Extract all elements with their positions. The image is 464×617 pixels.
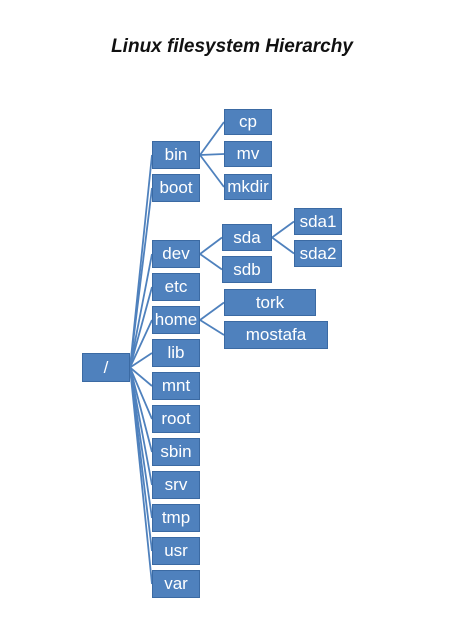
node-bin: bin bbox=[152, 141, 200, 169]
link-root-to-dev bbox=[129, 253, 153, 368]
node-home: home bbox=[152, 306, 200, 334]
node-tmp: tmp bbox=[152, 504, 200, 532]
link-root-to-boot bbox=[129, 187, 153, 368]
link-root-to-etc bbox=[129, 286, 153, 368]
node-cp: cp bbox=[224, 109, 272, 135]
node-lib: lib bbox=[152, 339, 200, 367]
link-root-to-var bbox=[129, 367, 153, 585]
link-dev-to-sdb bbox=[199, 253, 223, 271]
node-sda1: sda1 bbox=[294, 208, 342, 235]
node-mostafa: mostafa bbox=[224, 321, 328, 349]
link-root-to-home bbox=[129, 319, 153, 368]
link-root-to-root_dir bbox=[129, 367, 153, 420]
node-tork: tork bbox=[224, 289, 316, 316]
link-sda-to-sda1 bbox=[271, 220, 295, 239]
diagram-title: Linux filesystem Hierarchy bbox=[111, 36, 353, 57]
node-sda2: sda2 bbox=[294, 240, 342, 267]
node-usr: usr bbox=[152, 537, 200, 565]
node-root: / bbox=[82, 353, 130, 382]
node-boot: boot bbox=[152, 174, 200, 202]
link-bin-to-mkdir bbox=[199, 154, 225, 188]
link-bin-to-cp bbox=[199, 121, 225, 156]
link-root-to-mnt bbox=[129, 366, 153, 387]
link-home-to-tork bbox=[199, 301, 225, 321]
node-dev: dev bbox=[152, 240, 200, 268]
node-var: var bbox=[152, 570, 200, 598]
node-root-dir: root bbox=[152, 405, 200, 433]
node-sda: sda bbox=[222, 224, 272, 251]
node-srv: srv bbox=[152, 471, 200, 499]
node-mnt: mnt bbox=[152, 372, 200, 400]
node-mkdir: mkdir bbox=[224, 174, 272, 200]
link-root-to-lib bbox=[129, 352, 153, 369]
link-bin-to-mv bbox=[199, 153, 225, 156]
link-home-to-mostafa bbox=[199, 319, 225, 336]
link-root-to-sbin bbox=[129, 367, 153, 453]
node-sbin: sbin bbox=[152, 438, 200, 466]
node-mv: mv bbox=[224, 141, 272, 167]
link-sda-to-sda2 bbox=[271, 236, 295, 255]
node-etc: etc bbox=[152, 273, 200, 301]
link-dev-to-sda bbox=[199, 236, 223, 255]
node-sdb: sdb bbox=[222, 256, 272, 283]
